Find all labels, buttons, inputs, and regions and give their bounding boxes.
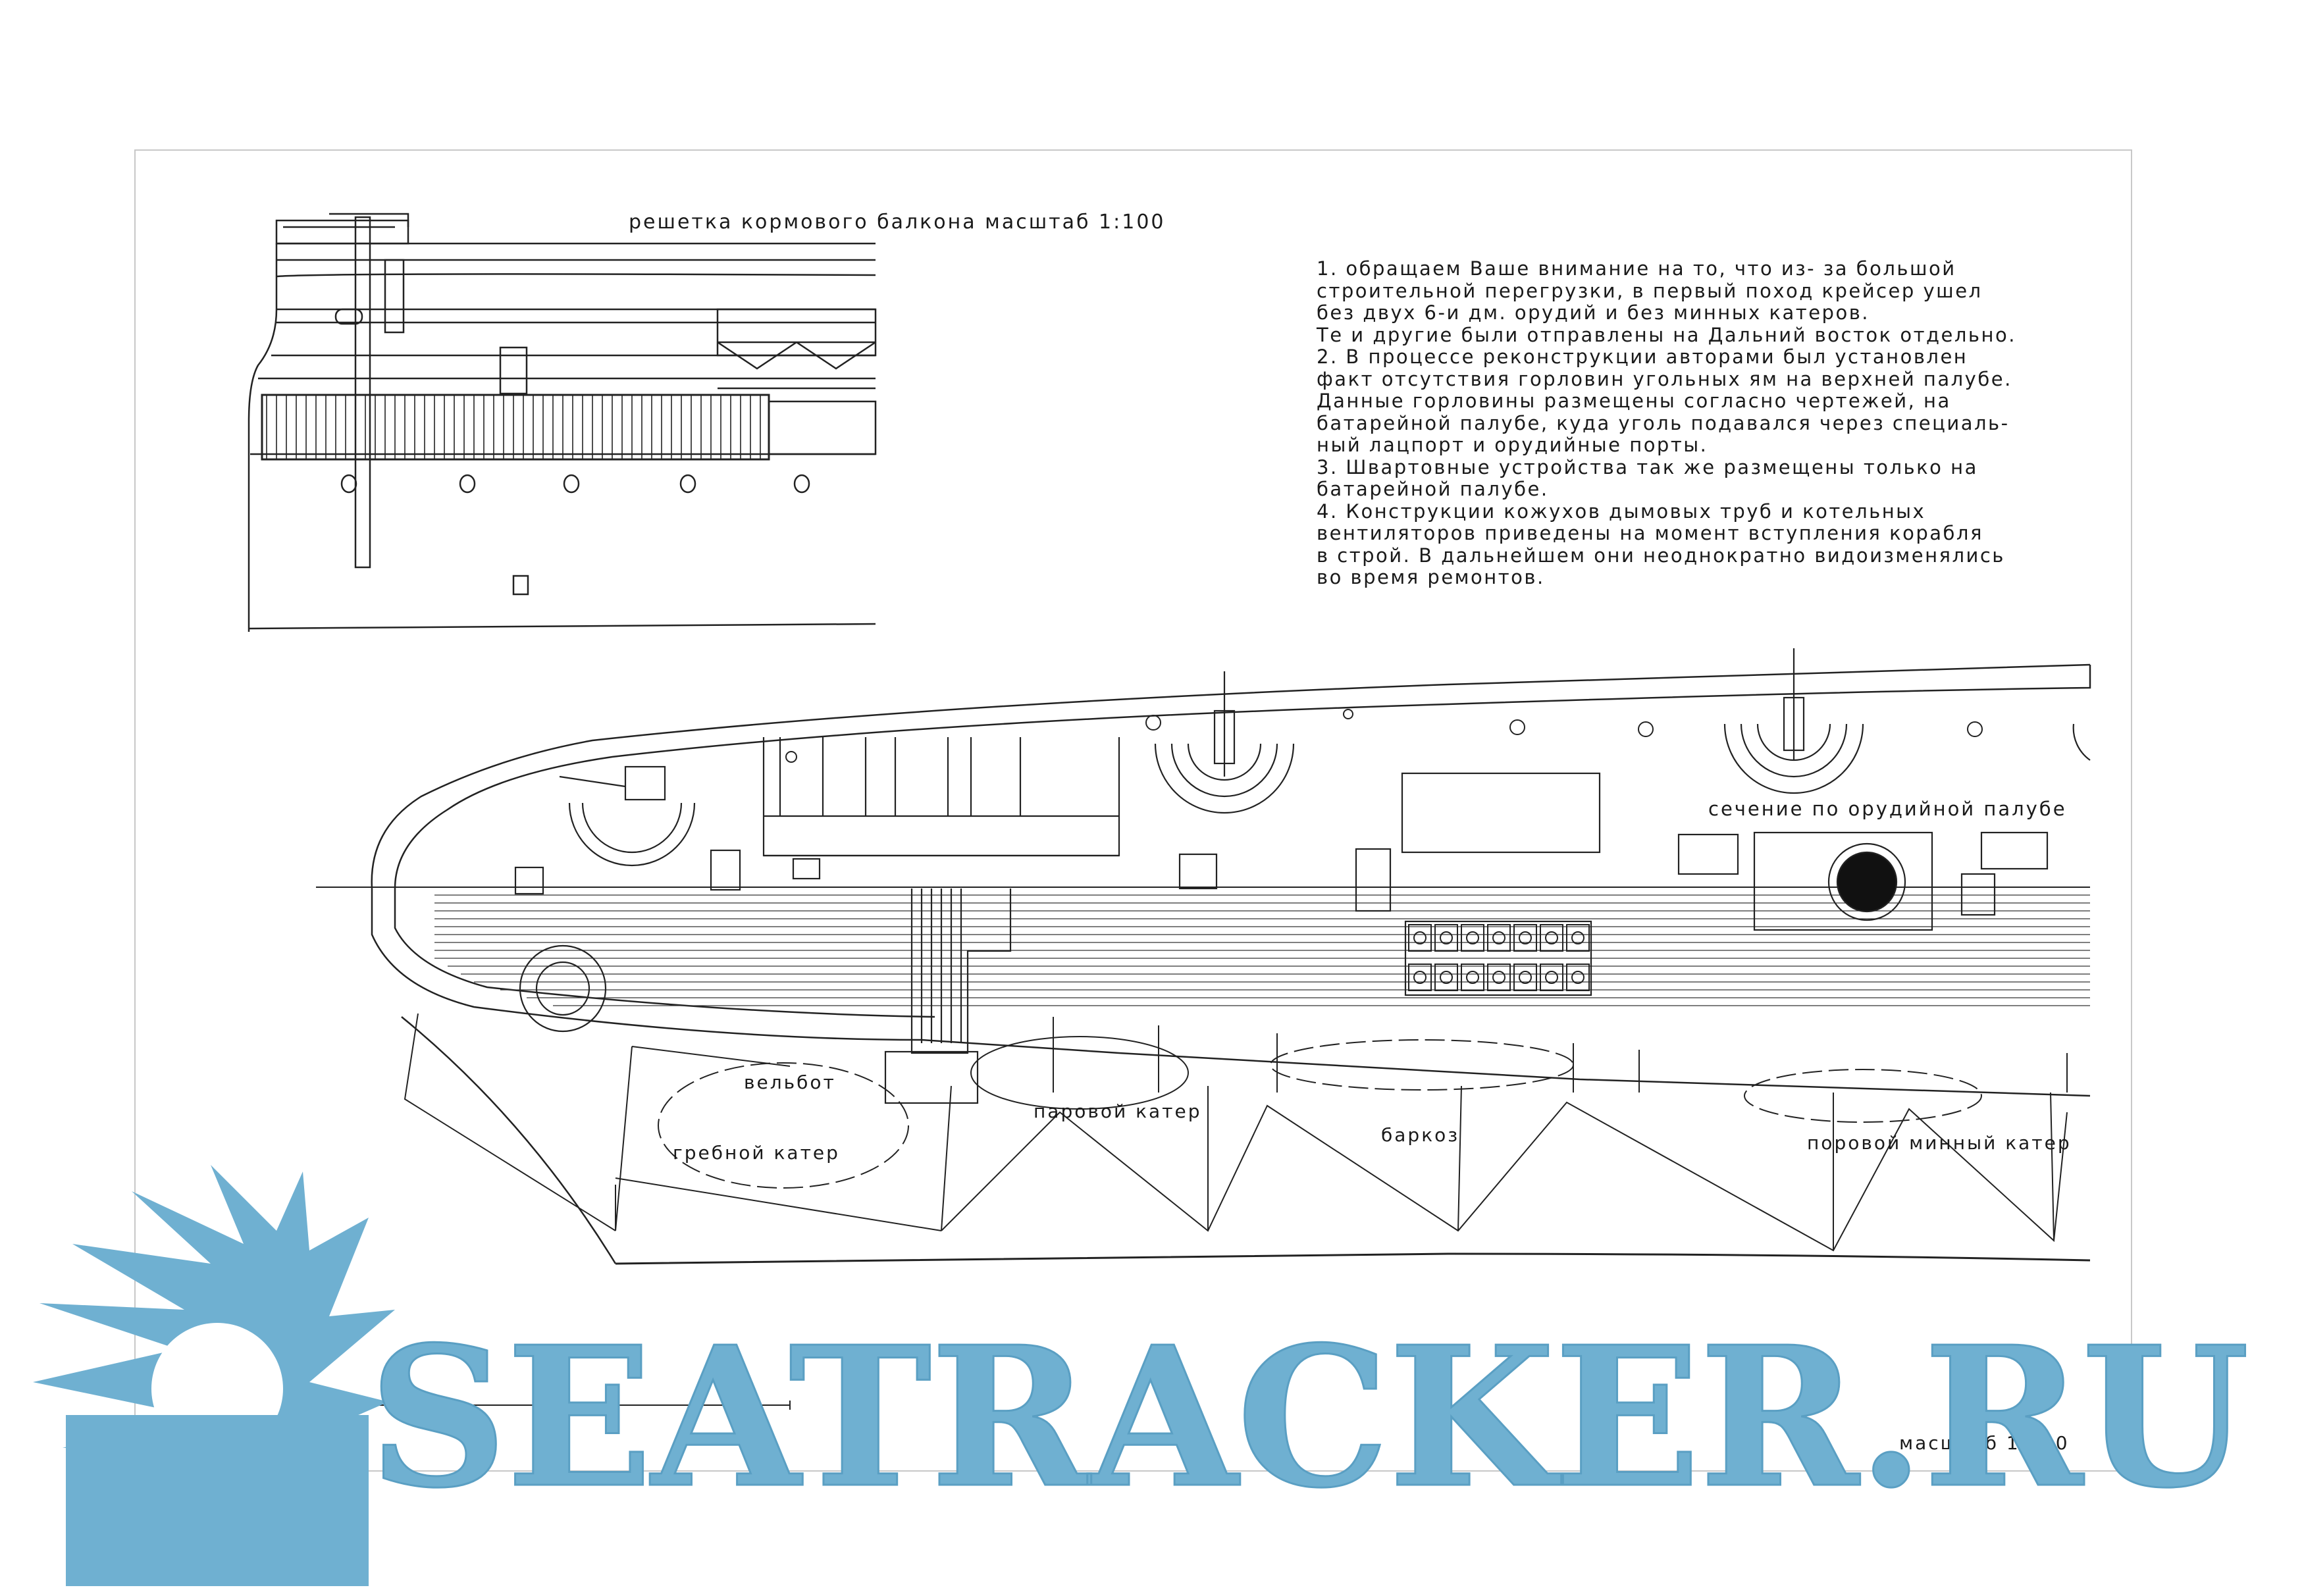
rowing-cutter-label: гребной катер	[673, 1142, 840, 1164]
note-line: Те и другие были отправлены на Дальний в…	[1317, 323, 2016, 346]
notes-block: 1. обращаем Ваше внимание на то, что из-…	[1317, 257, 2016, 589]
watermark-text: SEATRACKER.RU	[368, 1304, 2251, 1530]
gun-mounts	[519, 648, 2091, 1033]
balcony-railing	[266, 395, 761, 459]
balcony-grating-title: решетка кормового балкона масштаб 1:100	[629, 211, 1166, 234]
gun-deck-section-label: сечение по орудийной палубе	[1708, 798, 2067, 820]
stern-balcony-elevation	[248, 213, 877, 632]
hull-plan	[316, 663, 2091, 1265]
deck-planking	[434, 894, 2090, 1006]
note-line: без двух 6-и дм. орудий и без минных кат…	[1317, 301, 1870, 324]
scale-label: масштаб 1:200	[1899, 1432, 2070, 1454]
note-line: вентиляторов приведены на момент вступле…	[1317, 522, 1983, 544]
note-line: 4. Конструкции кожухов дымовых труб и ко…	[1317, 500, 1926, 523]
steam-cutter-label: паровой катер	[1034, 1100, 1202, 1122]
steam-torpedo-cutter-label: поровой минный катер	[1807, 1132, 2072, 1154]
deck-fittings	[514, 737, 2049, 1104]
note-line: во время ремонтов.	[1317, 566, 1545, 588]
launch-label: баркоз	[1381, 1124, 1460, 1146]
whaleboat-label: вельбот	[744, 1071, 836, 1093]
note-line: батарейной палубе, куда уголь подавался …	[1317, 411, 2010, 434]
boat-davits	[404, 1013, 2068, 1252]
sunburst-logo	[33, 1165, 395, 1586]
coal-scuttles	[1408, 924, 1590, 991]
note-line: строительной перегрузки, в первый поход …	[1317, 279, 1983, 302]
portholes-top	[785, 709, 1983, 763]
note-line: в строй. В дальнейшем они неоднократно в…	[1317, 544, 2005, 567]
note-line: 3. Швартовные устройства так же размещен…	[1317, 455, 1978, 478]
note-line: батарейной палубе.	[1317, 478, 1549, 500]
author-mark	[2111, 1433, 2128, 1448]
note-line: 1. обращаем Ваше внимание на то, что из-…	[1317, 257, 1956, 280]
note-line: 2. В процессе реконструкции авторами был…	[1317, 346, 1968, 368]
drawing-frame	[134, 149, 2132, 1472]
note-line: ный лацпорт и орудийные порты.	[1317, 434, 1708, 456]
note-line: факт отсутствия горловин угольных ям на …	[1317, 367, 2012, 390]
note-line: Данные горловины размещены согласно черт…	[1317, 390, 1951, 412]
